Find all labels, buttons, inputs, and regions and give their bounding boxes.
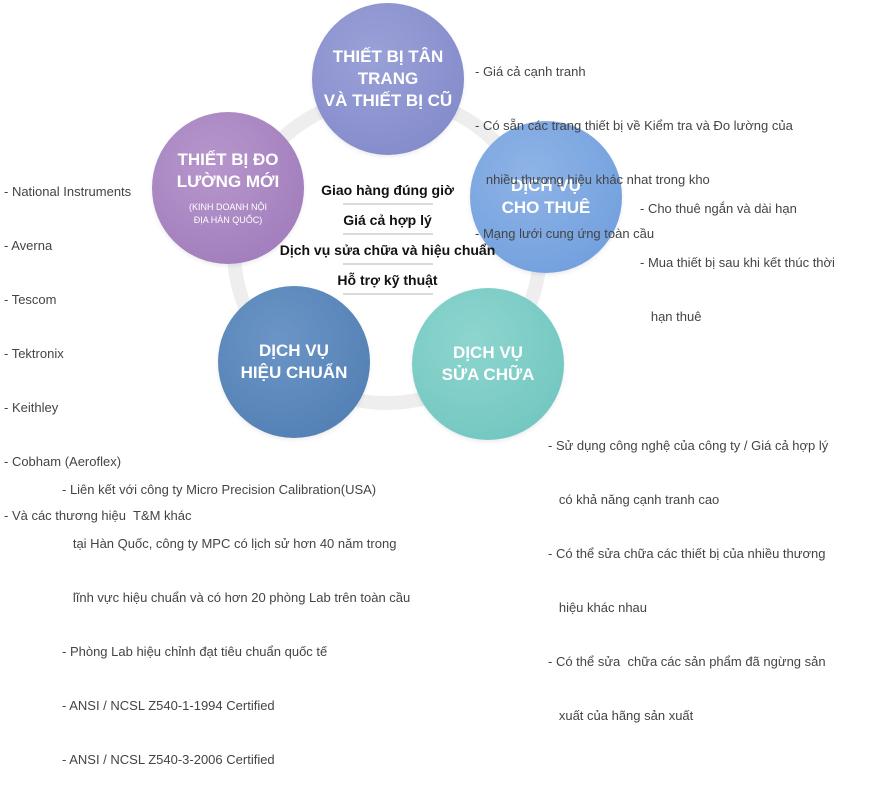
note-line: - Có thể sửa chữa các thiết bị của nhiều… [548,546,826,561]
notes-left: - National Instruments - Averna - Tescom… [4,147,192,543]
center-divider [342,263,433,265]
center-divider [342,293,433,295]
note-line: - Liên kết với công ty Micro Precision C… [62,482,377,497]
note-line: tại Hàn Quốc, công ty MPC có lịch sử hơn… [62,536,397,551]
circle-subtitle: (KINH DOANH NỘI ĐỊA HÀN QUỐC) [188,202,267,225]
note-line: - Keithley [4,400,59,415]
center-divider [342,203,433,205]
notes-bottom-left: - Liên kết với công ty Micro Precision C… [62,445,410,787]
note-line: - ANSI / NCSL Z540-3-2006 Certified [62,752,275,767]
circle-title: DỊCH VỤ HIỆU CHUẨN [240,341,348,382]
note-line: - Giá cả cạnh tranh [475,64,586,79]
center-item-tech-support: Hỗ trợ kỹ thuật [270,272,505,295]
note-line: - Tektronix [4,346,64,361]
circle-title: DỊCH VỤ SỬA CHỮA [441,343,535,384]
note-line: lĩnh vực hiệu chuẩn và có hơn 20 phòng L… [62,590,411,605]
note-line: - Và các thương hiệu T&M khác [4,508,192,523]
note-line: nhiều thương hiệu khác nhat trong kho [475,172,710,187]
circle-new-measurement-equipment: THIẾT BỊ ĐO LƯỜNG MỚI (KINH DOANH NỘI ĐỊ… [152,112,304,264]
circle-calibration-service: DỊCH VỤ HIỆU CHUẨN [218,286,370,438]
note-line: - Cho thuê ngắn và dài hạn [640,201,797,216]
circle-title: DỊCH VỤ CHO THUÊ [501,176,591,217]
note-line: - Sử dụng công nghệ của công ty / Giá cả… [548,438,829,453]
note-line: - Cobham (Aeroflex) [4,454,122,469]
circle-title: THIẾT BỊ ĐO LƯỜNG MỚI [176,150,280,191]
center-divider [342,233,433,235]
note-line: - Averna [4,238,53,253]
note-line: xuất của hãng sản xuất [548,708,694,723]
circle-repair-service: DỊCH VỤ SỬA CHỮA [412,288,564,440]
note-line: - Tescom [4,292,57,307]
note-line: - Mua thiết bị sau khi kết thúc thời [640,255,835,270]
note-line: - Có sẵn các trang thiết bị về Kiểm tra … [475,118,793,133]
circle-refurbished-equipment: THIẾT BỊ TÂN TRANG VÀ THIẾT BỊ CŨ [312,3,464,155]
note-line: - Phòng Lab hiệu chỉnh đạt tiêu chuẩn qu… [62,644,328,659]
center-item-delivery: Giao hàng đúng giờ [270,182,505,205]
notes-bottom-right: - Sử dụng công nghệ của công ty / Giá cả… [548,401,828,743]
notes-right: - Cho thuê ngắn và dài hạn - Mua thiết b… [640,164,835,344]
note-line: hiệu khác nhau [548,600,648,615]
note-line: - ANSI / NCSL Z540-1-1994 Certified [62,698,275,713]
note-line: có khả năng cạnh tranh cao [548,492,720,507]
note-line: - Mạng lưới cung ứng toàn cầu [475,226,655,241]
notes-top: - Giá cả cạnh tranh - Có sẵn các trang t… [475,27,793,261]
note-line: - Có thể sửa chữa các sản phẩm đã ngừng … [548,654,826,669]
center-item-price: Giá cả hợp lý [270,212,505,235]
circle-rental-service: DỊCH VỤ CHO THUÊ [470,121,622,273]
note-line: hạn thuê [640,309,702,324]
note-line: - National Instruments [4,184,132,199]
circle-title: THIẾT BỊ TÂN TRANG VÀ THIẾT BỊ CŨ [323,47,453,110]
center-item-repair-calibration: Dịch vụ sửa chữa và hiệu chuẩn [270,242,505,265]
